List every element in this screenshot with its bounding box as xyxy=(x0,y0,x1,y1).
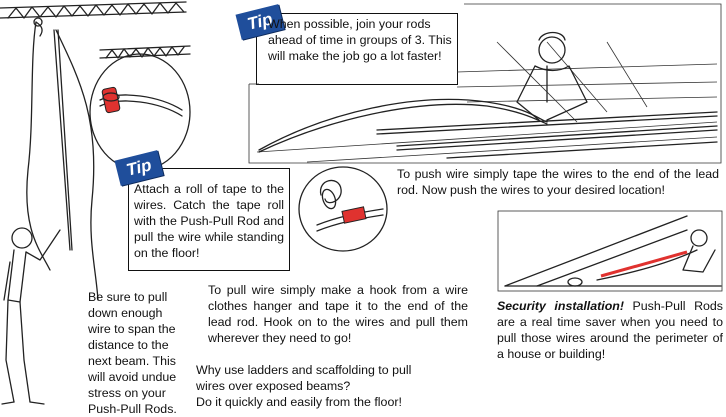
bottom-caption-line1: Why use ladders and scaffolding to pull xyxy=(196,363,412,377)
security-caption: Security installation! Push-Pull Rods ar… xyxy=(497,298,723,362)
security-caption-lead: Security installation! xyxy=(497,299,624,313)
security-illustration xyxy=(497,210,723,292)
tip-top-box xyxy=(256,13,458,85)
pull-wire-caption: To pull wire simply make a hook from a w… xyxy=(208,283,468,345)
tip-left-text: Attach a roll of tape to the wires. Catc… xyxy=(134,182,284,260)
hook-illustration xyxy=(298,166,388,252)
bottom-caption-line2: wires over exposed beams? xyxy=(196,379,351,393)
tip-left-box xyxy=(128,168,290,271)
beam-caption: Be sure to pull down enough wire to span… xyxy=(88,290,177,416)
bottom-caption-line3: Do it quickly and easily from the floor! xyxy=(196,395,402,409)
push-wire-illustration xyxy=(248,3,722,164)
bottom-caption: Why use ladders and scaffolding to pull … xyxy=(196,362,456,410)
tip-top-text: When possible, join your rods ahead of t… xyxy=(268,17,452,63)
push-wire-caption: To push wire simply tape the wires to th… xyxy=(397,167,719,197)
security-caption-rest: Push-Pull Rods are a real time saver whe… xyxy=(497,299,723,361)
